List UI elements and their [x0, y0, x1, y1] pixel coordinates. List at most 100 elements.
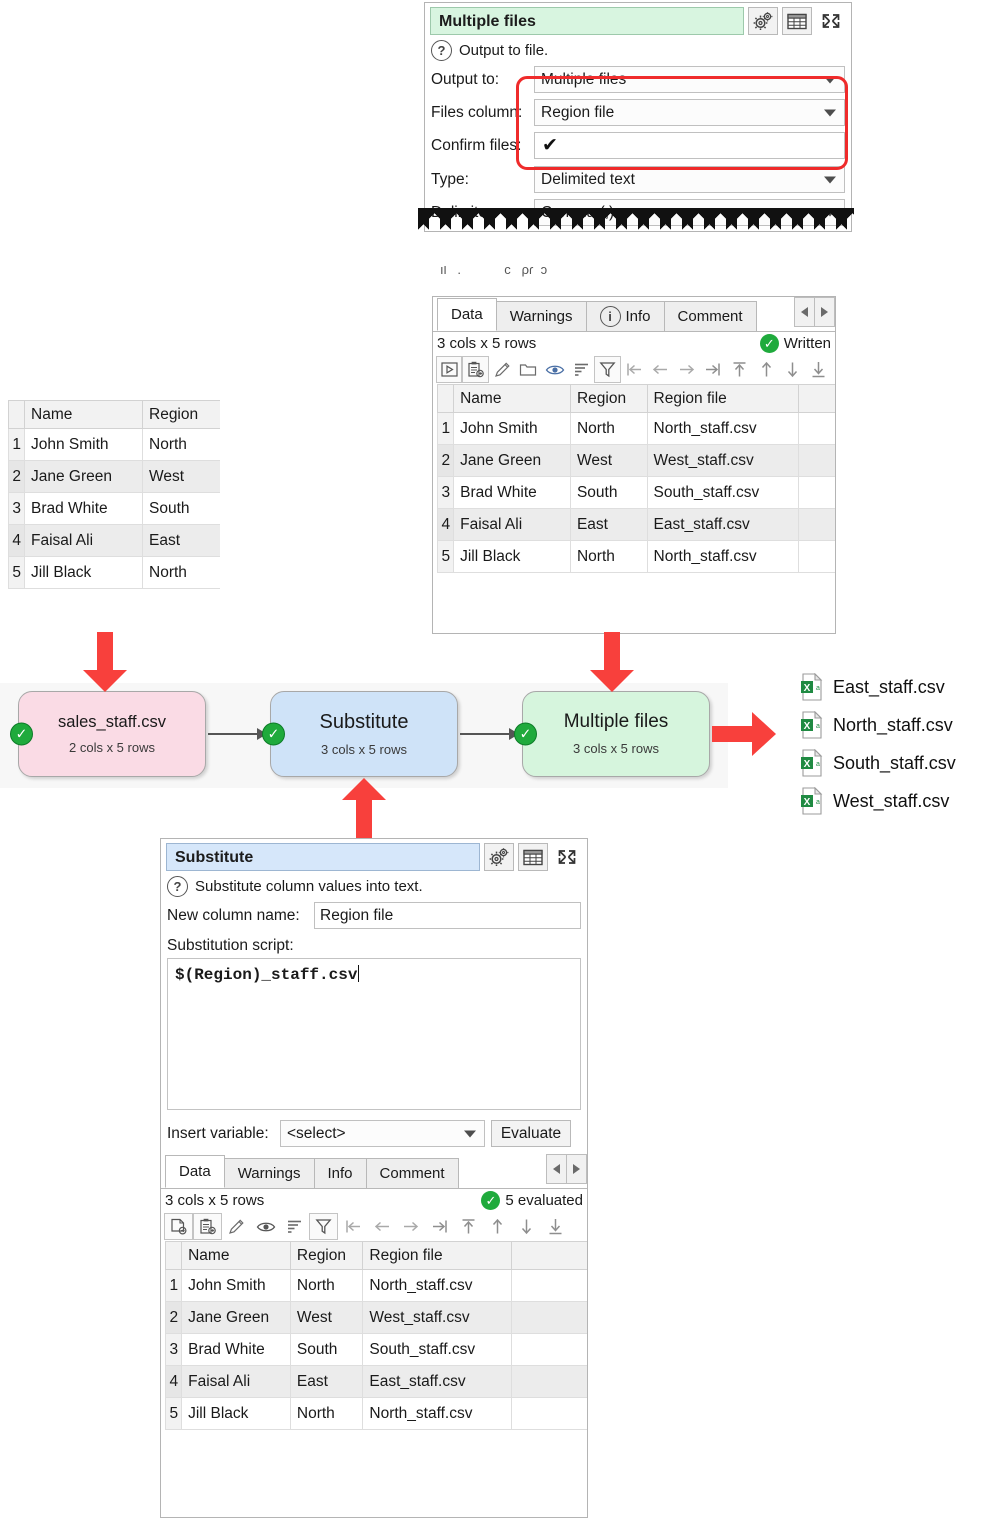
column-header-region[interactable]: Region — [142, 400, 220, 429]
cell-region[interactable]: East — [142, 524, 220, 557]
substitute-data-table[interactable]: Name Region Region file 1 John Smith Nor… — [164, 1241, 587, 1430]
cell-region-file[interactable]: North_staff.csv — [646, 540, 799, 573]
cell-region[interactable]: South — [289, 1333, 364, 1366]
column-header-name[interactable]: Name — [453, 384, 571, 413]
column-header-region-file[interactable]: Region file — [362, 1241, 513, 1270]
cell-name[interactable]: Jane Green — [24, 460, 143, 493]
edit-icon[interactable] — [489, 356, 515, 383]
cell-name[interactable]: Jane Green — [453, 444, 571, 477]
first-left-icon[interactable] — [621, 356, 647, 383]
sort-icon[interactable] — [280, 1213, 309, 1240]
table-icon[interactable] — [782, 7, 812, 35]
last-right-icon[interactable] — [700, 356, 726, 383]
cell-region-file[interactable]: North_staff.csv — [362, 1397, 513, 1430]
table-row[interactable]: 2 Jane Green West West_staff.csv — [436, 444, 835, 477]
gears-icon[interactable] — [484, 843, 514, 871]
cell-region[interactable]: North — [142, 556, 220, 589]
up-icon[interactable] — [753, 356, 779, 383]
insert-variable-select[interactable]: <select> — [280, 1120, 485, 1147]
table-row[interactable]: 3 Brad White South South_staff.csv — [164, 1333, 587, 1366]
cell-region[interactable]: North — [142, 428, 220, 461]
cell-name[interactable]: Faisal Ali — [24, 524, 143, 557]
tab-scroll-left-button[interactable] — [794, 297, 815, 327]
cell-region-file[interactable]: North_staff.csv — [362, 1269, 513, 1302]
cell-name[interactable]: Jill Black — [453, 540, 571, 573]
eye-icon[interactable] — [542, 356, 568, 383]
cell-name[interactable]: Brad White — [181, 1333, 291, 1366]
cell-name[interactable]: Jill Black — [181, 1397, 291, 1430]
table-row[interactable]: 2 Jane Green West West_staff.csv — [164, 1301, 587, 1334]
table-row[interactable]: 1 John Smith North — [8, 428, 220, 461]
up-icon[interactable] — [483, 1213, 512, 1240]
cell-name[interactable]: Brad White — [24, 492, 143, 525]
list-item[interactable]: X a East_staff.csv — [800, 668, 1000, 706]
cell-name[interactable]: John Smith — [181, 1269, 291, 1302]
tab-warnings[interactable]: Warnings — [223, 1158, 315, 1188]
files-column-select[interactable]: Region file — [534, 99, 845, 126]
tab-info[interactable]: Info — [313, 1158, 367, 1188]
run-icon[interactable] — [436, 356, 463, 383]
eye-icon[interactable] — [251, 1213, 280, 1240]
tab-warnings[interactable]: Warnings — [495, 301, 587, 331]
table-row[interactable]: 3 Brad White South South_staff.csv — [436, 476, 835, 509]
table-row[interactable]: 1 John Smith North North_staff.csv — [164, 1269, 587, 1302]
tab-scroll-left-button[interactable] — [546, 1154, 567, 1184]
cell-region-file[interactable]: North_staff.csv — [646, 412, 799, 445]
filter-icon[interactable] — [309, 1213, 338, 1240]
table-icon[interactable] — [518, 843, 548, 871]
flow-node-substitute[interactable]: ✓ Substitute 3 cols x 5 rows — [262, 691, 458, 777]
tab-scroll-right-button[interactable] — [814, 297, 835, 327]
tab-info[interactable]: i Info — [585, 301, 665, 331]
column-header-region[interactable]: Region — [289, 1241, 364, 1270]
cell-region-file[interactable]: South_staff.csv — [646, 476, 799, 509]
column-header-name[interactable]: Name — [24, 400, 143, 429]
bottom-icon[interactable] — [541, 1213, 570, 1240]
tab-comment[interactable]: Comment — [663, 301, 757, 331]
folder-icon[interactable] — [515, 356, 541, 383]
confirm-files-checkbox[interactable]: ✔ — [534, 132, 845, 159]
cell-name[interactable]: John Smith — [24, 428, 143, 461]
edit-icon[interactable] — [222, 1213, 251, 1240]
expand-icon[interactable] — [816, 7, 846, 35]
table-row[interactable]: 5 Jill Black North — [8, 556, 220, 589]
substitution-script-editor[interactable]: $(Region)_staff.csv — [167, 958, 581, 1110]
down-icon[interactable] — [512, 1213, 541, 1240]
flow-node-multiple-files[interactable]: ✓ Multiple files 3 cols x 5 rows — [514, 691, 710, 777]
cell-region[interactable]: North — [289, 1397, 364, 1430]
paste-icon[interactable] — [193, 1213, 222, 1240]
cell-region[interactable]: East — [569, 508, 648, 541]
last-right-icon[interactable] — [425, 1213, 454, 1240]
top-icon[interactable] — [454, 1213, 483, 1240]
list-item[interactable]: X a South_staff.csv — [800, 744, 1000, 782]
bottom-icon[interactable] — [806, 356, 832, 383]
flow-node-sales-staff[interactable]: ✓ sales_staff.csv 2 cols x 5 rows — [10, 691, 206, 777]
cell-name[interactable]: Jill Black — [24, 556, 143, 589]
cell-region-file[interactable]: West_staff.csv — [646, 444, 799, 477]
right-icon[interactable] — [674, 356, 700, 383]
filter-icon[interactable] — [594, 356, 621, 383]
type-select[interactable]: Delimited text — [534, 166, 845, 193]
new-column-name-input[interactable]: Region file — [314, 902, 581, 929]
cell-region-file[interactable]: South_staff.csv — [362, 1333, 513, 1366]
table-row[interactable]: 5 Jill Black North North_staff.csv — [164, 1397, 587, 1430]
cell-name[interactable]: John Smith — [453, 412, 571, 445]
cell-name[interactable]: Faisal Ali — [181, 1365, 291, 1398]
table-row[interactable]: 4 Faisal Ali East East_staff.csv — [164, 1365, 587, 1398]
cell-region[interactable]: West — [569, 444, 648, 477]
cell-region-file[interactable]: East_staff.csv — [646, 508, 799, 541]
column-header-region-file[interactable]: Region file — [646, 384, 799, 413]
cell-region[interactable]: West — [289, 1301, 364, 1334]
output-to-select[interactable]: Multiple files — [534, 66, 845, 93]
evaluate-button[interactable]: Evaluate — [491, 1120, 571, 1147]
top-icon[interactable] — [726, 356, 752, 383]
down-icon[interactable] — [779, 356, 805, 383]
cell-name[interactable]: Faisal Ali — [453, 508, 571, 541]
sort-icon[interactable] — [568, 356, 594, 383]
gears-icon[interactable] — [748, 7, 778, 35]
output-panel-title[interactable]: Multiple files — [430, 7, 744, 35]
paste-icon[interactable] — [462, 356, 489, 383]
left-icon[interactable] — [647, 356, 673, 383]
table-row[interactable]: 3 Brad White South — [8, 492, 220, 525]
cell-region[interactable]: North — [289, 1269, 364, 1302]
tab-scroll-right-button[interactable] — [566, 1154, 587, 1184]
